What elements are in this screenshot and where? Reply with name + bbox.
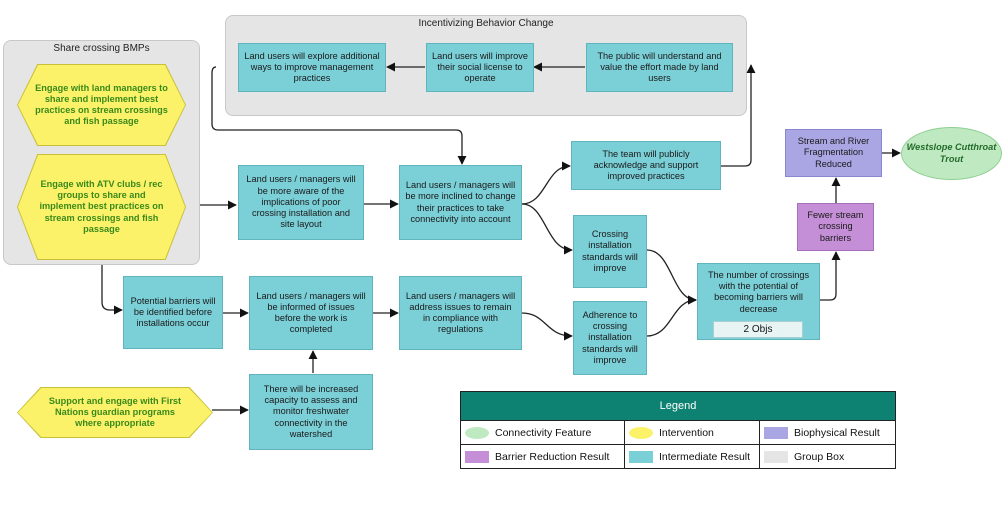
group-title-incentive: Incentivizing Behavior Change xyxy=(418,18,554,29)
legend-swatch-barrier-reduction xyxy=(465,450,489,463)
legend-swatch-biophysical xyxy=(764,426,788,439)
legend-label: Barrier Reduction Result xyxy=(495,450,610,463)
legend-item: Barrier Reduction Result xyxy=(461,445,625,468)
legend-label: Intervention xyxy=(659,426,714,439)
intervention-first-nations-label: Support and engage with First Nations gu… xyxy=(48,395,182,429)
result-publicly-acknowledge: The team will publicly acknowledge and s… xyxy=(571,141,721,190)
result-public-understand-label: The public will understand and value the… xyxy=(597,50,722,84)
legend-item: Intermediate Result xyxy=(625,445,760,468)
result-more-inclined-label: Land users / managers will be more incli… xyxy=(405,180,516,224)
edge-inclined-to-acknowledge xyxy=(521,161,571,205)
result-address-issues-label: Land users / managers will address issue… xyxy=(405,290,516,335)
legend-label: Group Box xyxy=(794,450,845,463)
objs-badge[interactable]: 2 Objs xyxy=(713,321,803,338)
result-adherence-improve: Adherence to crossing installation stand… xyxy=(573,301,647,375)
intervention-engage-atv-clubs-label: Engage with ATV clubs / rec groups to sh… xyxy=(39,178,164,234)
result-fragmentation-reduced: Stream and River Fragmentation Reduced xyxy=(785,129,882,177)
legend-label: Biophysical Result xyxy=(794,426,880,439)
result-more-aware-label: Land users / managers will be more aware… xyxy=(246,174,356,230)
legend-row: Connectivity Feature Intervention Biophy… xyxy=(461,421,895,445)
intervention-engage-atv-clubs: Engage with ATV clubs / rec groups to sh… xyxy=(18,155,185,259)
result-fewer-barriers: Fewer stream crossing barriers xyxy=(797,203,874,251)
result-social-license-label: Land users will improve their social lic… xyxy=(432,50,528,84)
legend: Legend Connectivity Feature Intervention… xyxy=(460,391,896,469)
legend-item: Connectivity Feature xyxy=(461,421,625,444)
result-barriers-identified-label: Potential barriers will be identified be… xyxy=(130,295,216,329)
feature-westslope-cutthroat-trout-label: Westslope Cutthroat Trout xyxy=(906,142,997,164)
edge-adherence-to-crossings xyxy=(646,295,697,337)
intervention-engage-land-managers-label: Engage with land managers to share and i… xyxy=(35,82,168,127)
legend-row: Barrier Reduction Result Intermediate Re… xyxy=(461,445,895,468)
group-title-share: Share crossing BMPs xyxy=(53,43,150,54)
result-barriers-identified: Potential barriers will be identified be… xyxy=(123,276,223,349)
edge-address-to-adherence xyxy=(521,312,573,341)
result-more-aware: Land users / managers will be more aware… xyxy=(238,165,364,240)
legend-item: Group Box xyxy=(760,445,895,468)
result-publicly-acknowledge-label: The team will publicly acknowledge and s… xyxy=(593,148,699,182)
edge-share-to-barriers xyxy=(101,265,123,315)
result-adherence-improve-label: Adherence to crossing installation stand… xyxy=(582,309,638,365)
intervention-first-nations: Support and engage with First Nations gu… xyxy=(18,388,212,437)
result-more-inclined: Land users / managers will be more incli… xyxy=(399,165,522,240)
result-explore-management: Land users will explore additional ways … xyxy=(238,43,386,92)
edge-crossings-to-fewer xyxy=(820,251,841,301)
result-fewer-barriers-label: Fewer stream crossing barriers xyxy=(807,210,864,243)
result-explore-management-label: Land users will explore additional ways … xyxy=(244,50,380,84)
result-crossings-decrease-label: The number of crossings with the potenti… xyxy=(707,270,810,314)
result-increased-capacity: There will be increased capacity to asse… xyxy=(249,374,373,450)
legend-item: Biophysical Result xyxy=(760,421,895,444)
result-standards-improve: Crossing installation standards will imp… xyxy=(573,215,647,288)
legend-label: Connectivity Feature xyxy=(495,426,592,439)
legend-title: Legend xyxy=(461,392,895,421)
legend-swatch-connectivity xyxy=(465,426,489,439)
result-standards-improve-label: Crossing installation standards will imp… xyxy=(582,229,638,273)
feature-westslope-cutthroat-trout: Westslope Cutthroat Trout xyxy=(901,127,1002,180)
legend-swatch-intervention xyxy=(629,426,653,439)
result-address-issues: Land users / managers will address issue… xyxy=(399,276,522,350)
objs-badge-label: 2 Objs xyxy=(743,324,773,335)
legend-label: Intermediate Result xyxy=(659,450,751,463)
legend-swatch-group-box xyxy=(764,450,788,463)
edge-inclined-to-standards xyxy=(521,203,573,255)
legend-swatch-intermediate xyxy=(629,450,653,463)
result-informed-of-issues: Land users / managers will be informed o… xyxy=(249,276,373,350)
result-informed-of-issues-label: Land users / managers will be informed o… xyxy=(256,290,366,335)
result-public-understand: The public will understand and value the… xyxy=(586,43,733,92)
result-increased-capacity-label: There will be increased capacity to asse… xyxy=(263,383,359,439)
intervention-engage-land-managers: Engage with land managers to share and i… xyxy=(18,65,185,145)
result-fragmentation-reduced-label: Stream and River Fragmentation Reduced xyxy=(797,136,870,169)
result-social-license: Land users will improve their social lic… xyxy=(426,43,534,92)
edge-standards-to-crossings xyxy=(646,249,697,305)
legend-item: Intervention xyxy=(625,421,760,444)
